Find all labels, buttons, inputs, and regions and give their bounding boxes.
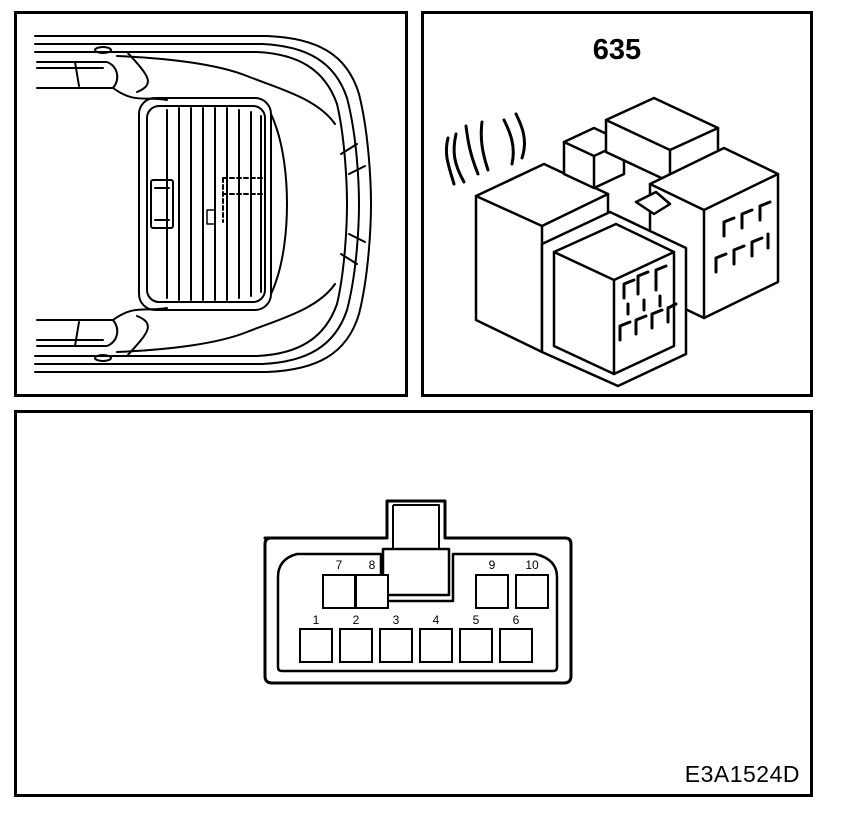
pin-number-9: 9 [489,558,496,572]
pin-number-8: 8 [369,558,376,572]
bottom-pin-cavity-3 [379,628,413,663]
pin-number-7: 7 [336,558,343,572]
vehicle-location-panel [14,11,408,397]
lock-latch [392,504,440,549]
connector-view-panel: 635 [421,11,813,397]
pinout-panel: 7 8 9 10 1 2 3 4 5 6 E3A1524D [14,410,813,797]
top-pin-cavity-8 [355,574,389,609]
lock-latch-body [381,547,451,597]
top-pin-cavity-10 [515,574,549,609]
diagram-id: E3A1524D [684,761,800,787]
bottom-pin-cavity-2 [339,628,373,663]
pin-number-4: 4 [433,613,440,627]
top-pin-cavity-7 [322,574,356,609]
connector-illustration [444,96,780,388]
top-pin-cavity-9 [475,574,509,609]
pin-number-10: 10 [525,558,539,572]
pin-number-1: 1 [313,613,320,627]
connector-housing-outline [263,499,573,685]
connector-face-outline [276,552,559,673]
bottom-pin-cavity-1 [299,628,333,663]
pin-number-5: 5 [473,613,480,627]
bottom-pin-cavity-5 [459,628,493,663]
pin-number-6: 6 [513,613,520,627]
vehicle-top-view-illustration [34,35,372,373]
bottom-pin-cavity-6 [499,628,533,663]
bottom-pin-cavity-4 [419,628,453,663]
pin-number-3: 3 [393,613,400,627]
pinout-diagram: 7 8 9 10 1 2 3 4 5 6 [263,499,573,685]
connector-code-label: 635 [592,34,642,66]
pin-number-2: 2 [353,613,360,627]
